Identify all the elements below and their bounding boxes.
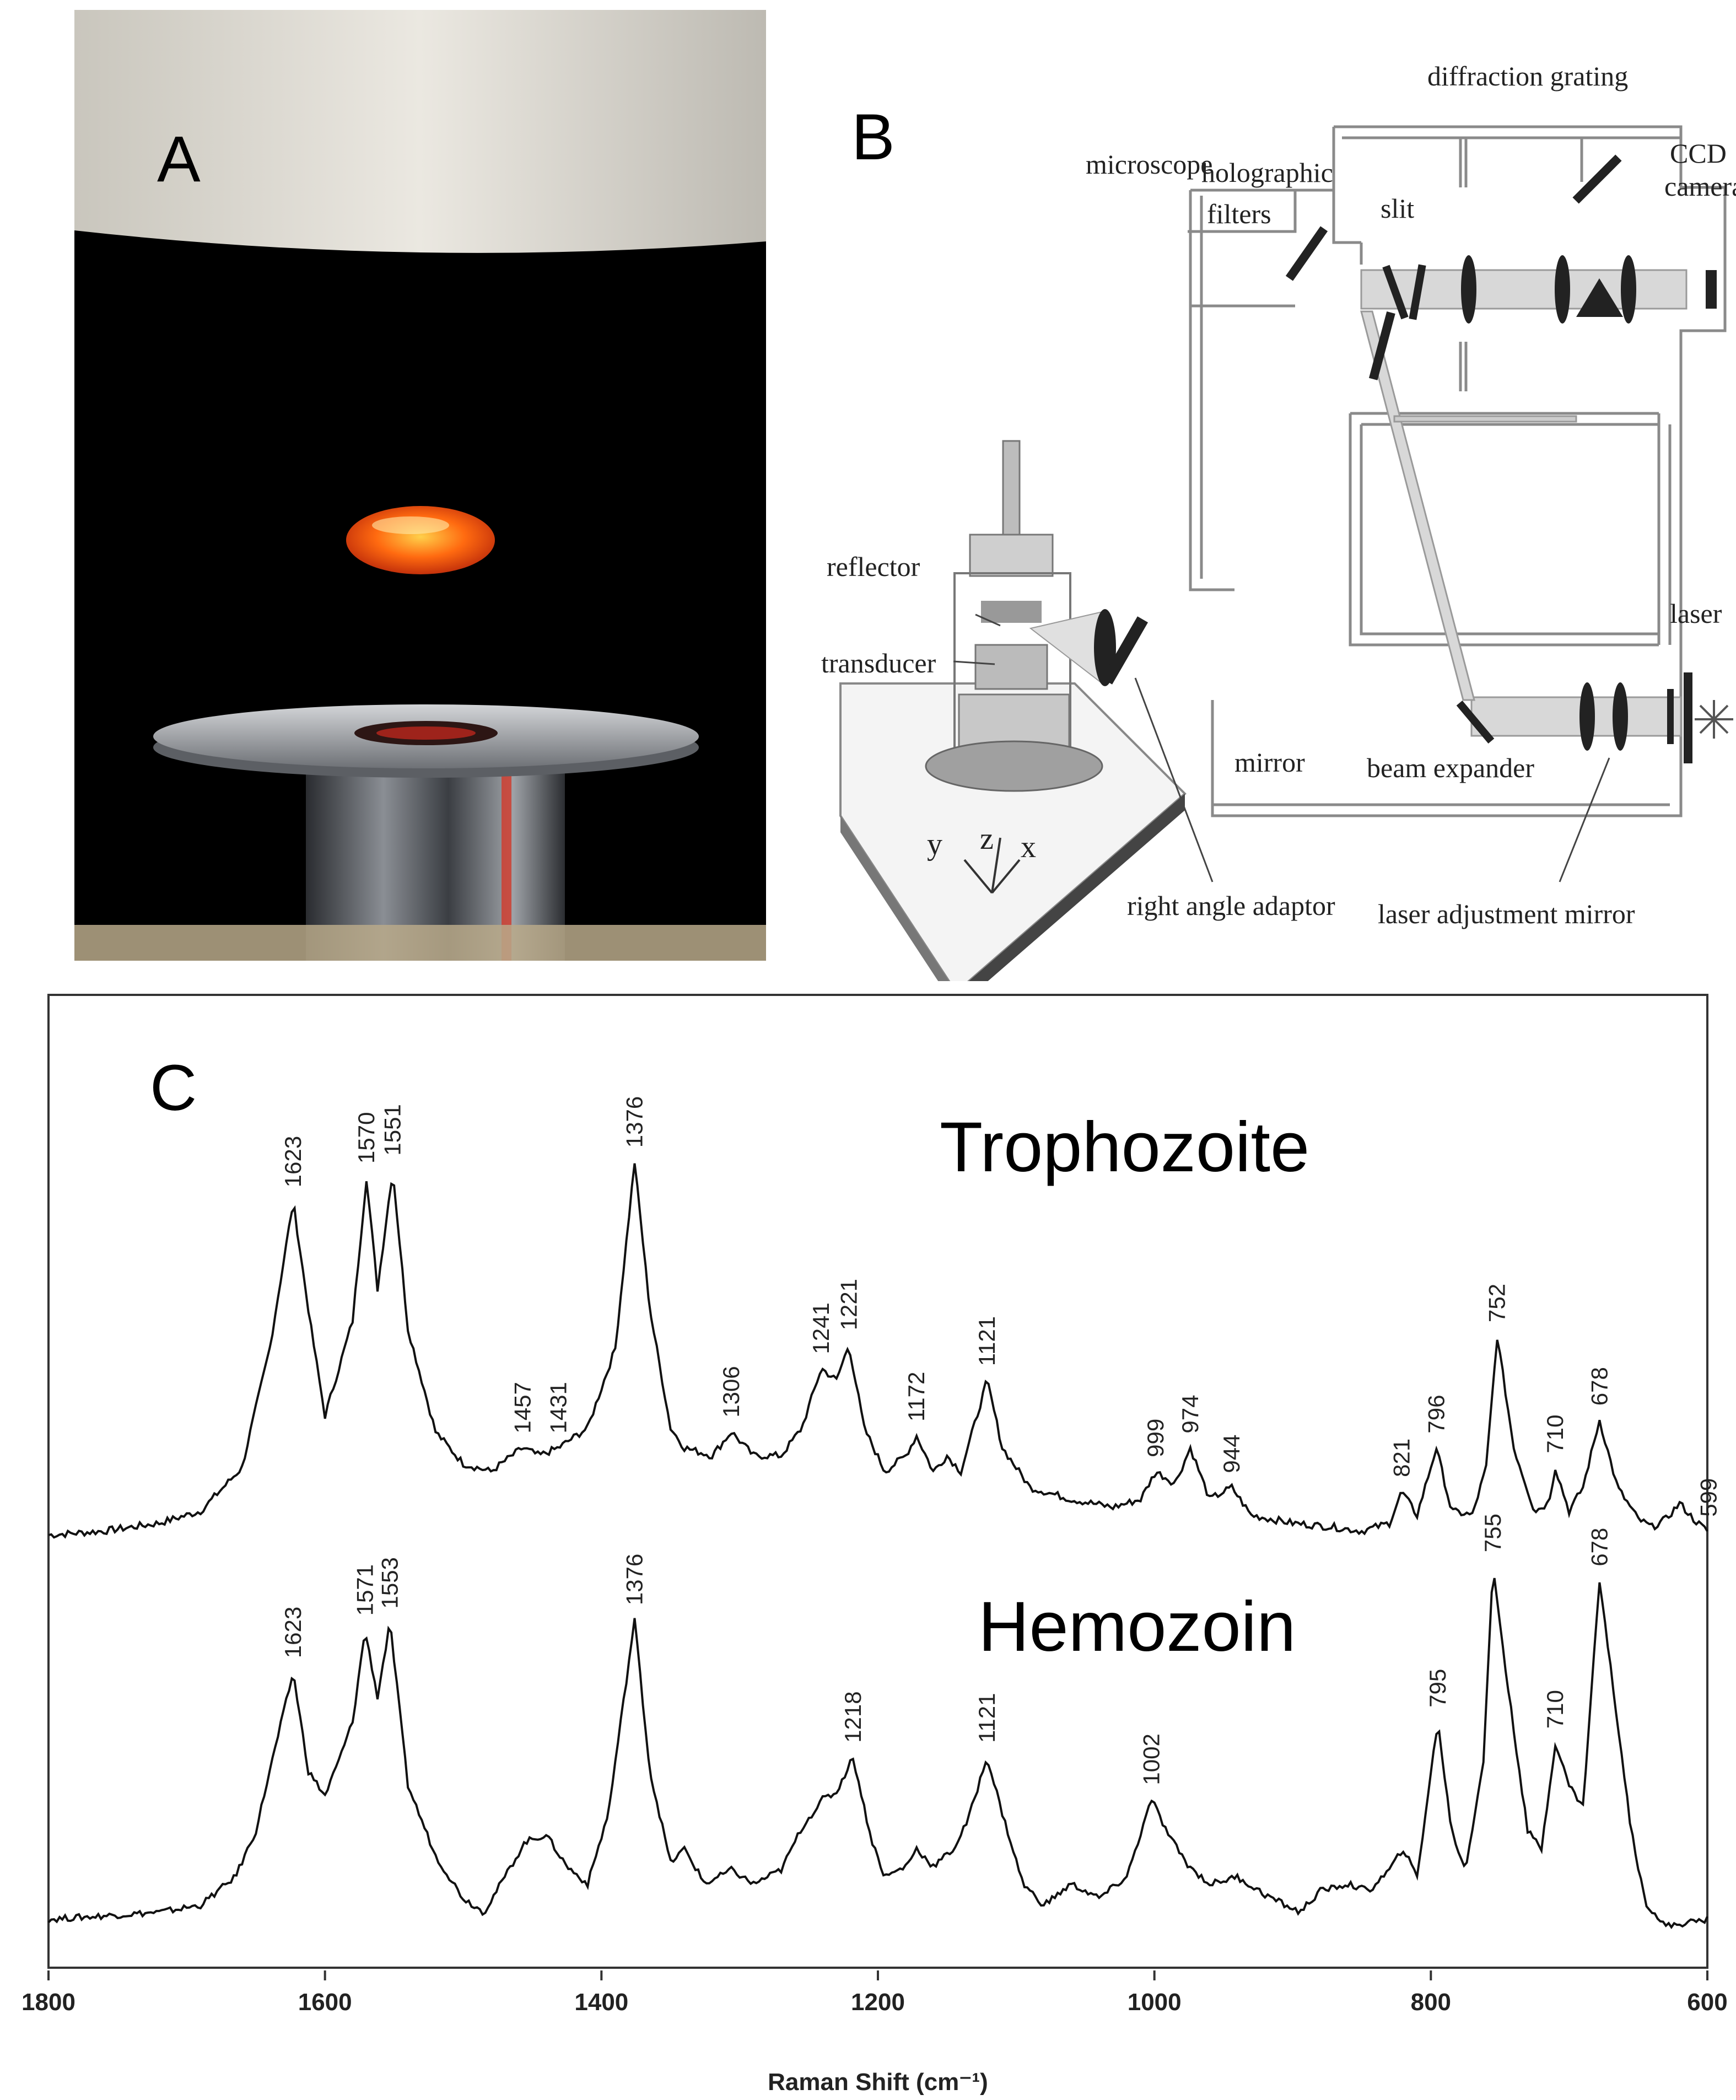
series-line-hemozoin <box>47 1577 1708 1930</box>
x-tick-label-600: 600 <box>1687 1989 1727 2016</box>
peak-label-trophozoite-1121: 1121 <box>974 1316 1000 1366</box>
series-title-trophozoite: Trophozoite <box>940 1108 1309 1187</box>
reflector-surface <box>74 10 766 253</box>
series-layer <box>47 1163 1708 1930</box>
panel-b-letter: B <box>851 101 895 174</box>
peak-label-trophozoite-710: 710 <box>1542 1415 1568 1453</box>
panel-a-photo <box>74 10 766 961</box>
x-tick-label-1800: 1800 <box>21 1989 76 2016</box>
transducer-stem <box>306 743 565 961</box>
peak-label-trophozoite-1221: 1221 <box>835 1279 861 1330</box>
peak-label-hemozoin-1376: 1376 <box>622 1554 648 1605</box>
x-tick-label-1600: 1600 <box>298 1989 352 2016</box>
label-reflector: reflector <box>827 551 920 582</box>
peak-label-trophozoite-599: 599 <box>1696 1478 1722 1517</box>
peak-label-hemozoin-795: 795 <box>1425 1669 1451 1708</box>
label-mirror: mirror <box>1234 747 1305 778</box>
label-right-angle-adaptor: right angle adaptor <box>1127 890 1335 921</box>
peak-label-trophozoite-1306: 1306 <box>718 1366 744 1417</box>
peak-label-hemozoin-1553: 1553 <box>377 1557 403 1608</box>
peak-label-hemozoin-1218: 1218 <box>840 1691 866 1742</box>
x-axis-ticks: 1800 1600 1400 1200 1000 800 600 <box>21 1970 1728 2016</box>
label-axis-y: y <box>927 827 942 861</box>
label-camera: camera <box>1664 171 1736 202</box>
panel-a-letter: A <box>157 123 201 196</box>
peak-label-trophozoite-821: 821 <box>1389 1439 1415 1477</box>
label-holographic: holographic <box>1201 157 1333 188</box>
peak-label-trophozoite-1570: 1570 <box>353 1112 379 1164</box>
levitated-droplet <box>346 506 495 574</box>
label-beam-expander: beam expander <box>1367 752 1534 783</box>
peak-label-trophozoite-1551: 1551 <box>380 1104 406 1155</box>
peak-label-trophozoite-944: 944 <box>1219 1435 1244 1473</box>
panel-b-schematic: microscope diffraction grating holograph… <box>810 6 1736 1009</box>
peak-label-trophozoite-752: 752 <box>1484 1284 1510 1322</box>
label-laser-adjustment-mirror: laser adjustment mirror <box>1378 898 1635 929</box>
peak-label-hemozoin-1002: 1002 <box>1139 1733 1164 1785</box>
label-slit: slit <box>1381 193 1414 224</box>
peak-label-trophozoite-1376: 1376 <box>622 1096 648 1148</box>
peak-label-trophozoite-796: 796 <box>1423 1395 1449 1434</box>
peak-label-trophozoite-999: 999 <box>1142 1419 1168 1457</box>
label-laser: laser <box>1670 598 1722 629</box>
peak-label-trophozoite-1457: 1457 <box>509 1382 535 1433</box>
laser-star-icon <box>1695 700 1733 739</box>
levitator-photo <box>74 10 766 961</box>
plot-frame <box>47 994 1708 1969</box>
label-axis-z: z <box>980 822 994 856</box>
panel-c-letter: C <box>150 1052 197 1124</box>
x-axis-label: Raman Shift (cm⁻¹) <box>768 2069 988 2096</box>
x-tick-label-1200: 1200 <box>851 1989 905 2016</box>
peak-label-hemozoin-678: 678 <box>1586 1528 1612 1566</box>
series-title-hemozoin: Hemozoin <box>978 1587 1296 1666</box>
x-tick-label-1400: 1400 <box>574 1989 628 2016</box>
label-microscope: microscope <box>1086 149 1212 180</box>
label-ccd: CCD <box>1670 138 1727 169</box>
label-filters: filters <box>1207 198 1271 229</box>
raman-setup-diagram: microscope diffraction grating holograph… <box>821 61 1736 1009</box>
peak-label-trophozoite-678: 678 <box>1586 1367 1612 1406</box>
peak-label-hemozoin-1121: 1121 <box>974 1693 1000 1742</box>
peak-label-trophozoite-1241: 1241 <box>808 1302 834 1354</box>
sample-stage <box>839 440 1187 1009</box>
peak-label-hemozoin-1571: 1571 <box>352 1564 378 1616</box>
peak-label-trophozoite-1623: 1623 <box>280 1136 306 1187</box>
label-transducer: transducer <box>821 648 936 679</box>
peak-label-hemozoin-755: 755 <box>1480 1514 1506 1552</box>
peak-label-trophozoite-1431: 1431 <box>546 1382 572 1433</box>
x-tick-label-800: 800 <box>1411 1989 1451 2016</box>
peak-label-hemozoin-710: 710 <box>1542 1690 1568 1729</box>
series-line-trophozoite <box>48 1163 1708 1539</box>
peak-label-trophozoite-1172: 1172 <box>903 1372 929 1421</box>
x-tick-label-1000: 1000 <box>1128 1989 1182 2016</box>
peak-label-trophozoite-974: 974 <box>1177 1395 1203 1434</box>
label-diffraction-grating: diffraction grating <box>1427 61 1628 91</box>
label-axis-x: x <box>1021 830 1036 864</box>
peak-label-hemozoin-1623: 1623 <box>280 1607 306 1658</box>
